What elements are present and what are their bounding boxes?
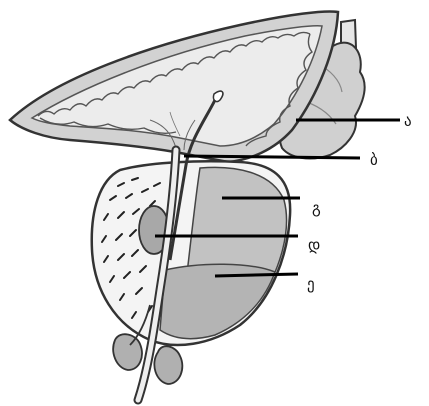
leader-line-b <box>184 156 360 158</box>
label-d: დ <box>308 236 320 254</box>
label-a: ა <box>404 112 412 130</box>
label-b: ბ <box>370 151 378 169</box>
label-g: გ <box>312 199 321 217</box>
leader-line-e <box>215 274 298 276</box>
prostate <box>92 161 290 345</box>
label-e: ე <box>307 275 315 293</box>
